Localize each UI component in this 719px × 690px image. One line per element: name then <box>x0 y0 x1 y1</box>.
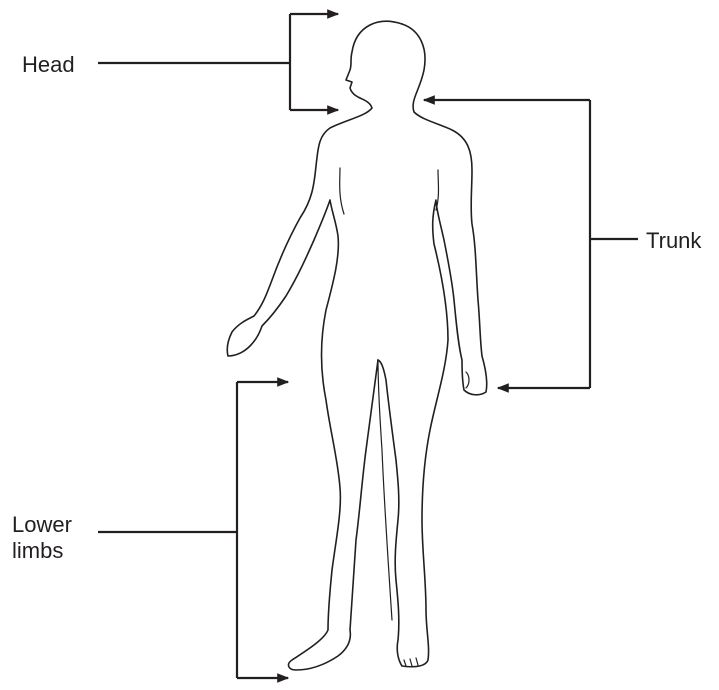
head-bracket <box>98 14 338 110</box>
trunk-bracket <box>424 100 638 388</box>
lower-limbs-label-line1: Lower <box>12 512 72 538</box>
lower-limbs-bracket <box>98 382 288 678</box>
lower-limbs-label: Lower limbs <box>12 512 72 564</box>
body-outline-right <box>378 24 487 667</box>
body-outline-left <box>227 21 402 670</box>
right-hand-detail <box>466 372 469 388</box>
chest-contour-left <box>340 168 344 214</box>
lower-limbs-label-line2: limbs <box>12 538 72 564</box>
human-figure <box>227 21 487 670</box>
head-label: Head <box>22 52 75 78</box>
inner-leg-line <box>378 360 392 620</box>
toes-detail <box>404 658 418 666</box>
trunk-label: Trunk <box>646 228 701 254</box>
